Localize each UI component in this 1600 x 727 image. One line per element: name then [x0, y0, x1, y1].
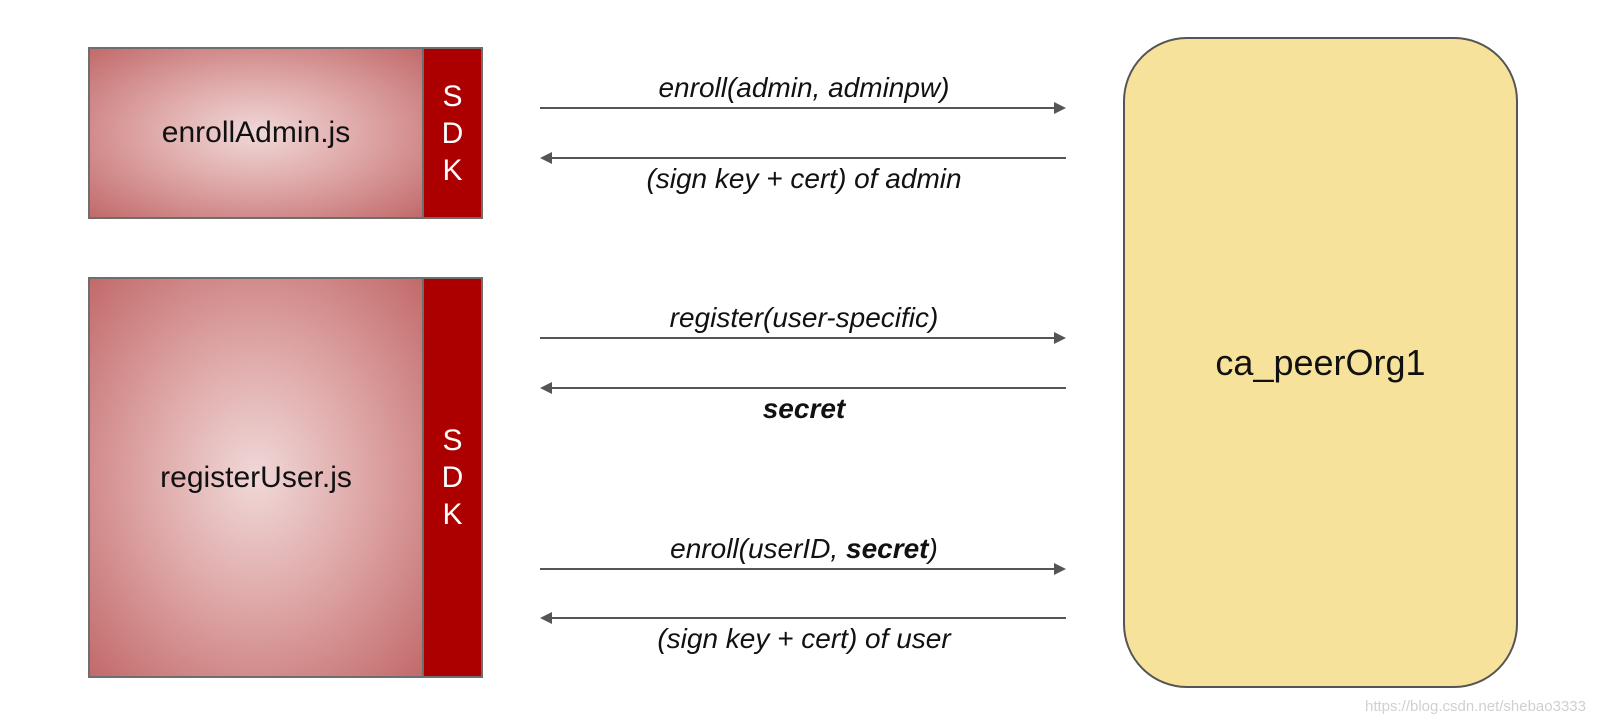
sdk-letter-s: S: [442, 424, 463, 457]
enroll-user-response-label: (sign key + cert) of user: [657, 623, 951, 654]
sdk-letter-k: K: [442, 153, 463, 187]
enroll-user-request-label: enroll(userID, secret): [540, 533, 1068, 565]
sdk-letter-k: K: [442, 498, 463, 531]
enroll-user-label-suffix: ): [928, 533, 938, 564]
register-user-client-box: registerUser.js: [88, 277, 424, 678]
enroll-admin-response-label: (sign key + cert) of admin: [646, 163, 962, 194]
enroll-user-label-prefix: enroll(userID,: [670, 533, 846, 564]
sdk-letter-s: S: [442, 79, 463, 113]
register-request-label: register(user-specific): [669, 302, 939, 333]
enroll-admin-client-label: enrollAdmin.js: [161, 116, 351, 149]
sdk-letter-d: D: [441, 461, 464, 494]
enroll-admin-sdk-box: S D K: [424, 47, 483, 219]
enroll-user-label-secret: secret: [846, 533, 929, 564]
ca-peerorg1-box: ca_peerOrg1: [1123, 37, 1518, 688]
ca-peerorg1-label: ca_peerOrg1: [1215, 341, 1426, 383]
sdk-letter-d: D: [441, 116, 464, 150]
register-user-client-label: registerUser.js: [160, 460, 352, 494]
secret-response-label: secret: [762, 393, 846, 424]
enroll-admin-request-label: enroll(admin, adminpw): [658, 72, 950, 103]
watermark: https://blog.csdn.net/shebao3333: [1364, 698, 1586, 715]
enroll-admin-client-box: enrollAdmin.js: [88, 47, 424, 219]
register-user-sdk-box: S D K: [424, 277, 483, 678]
